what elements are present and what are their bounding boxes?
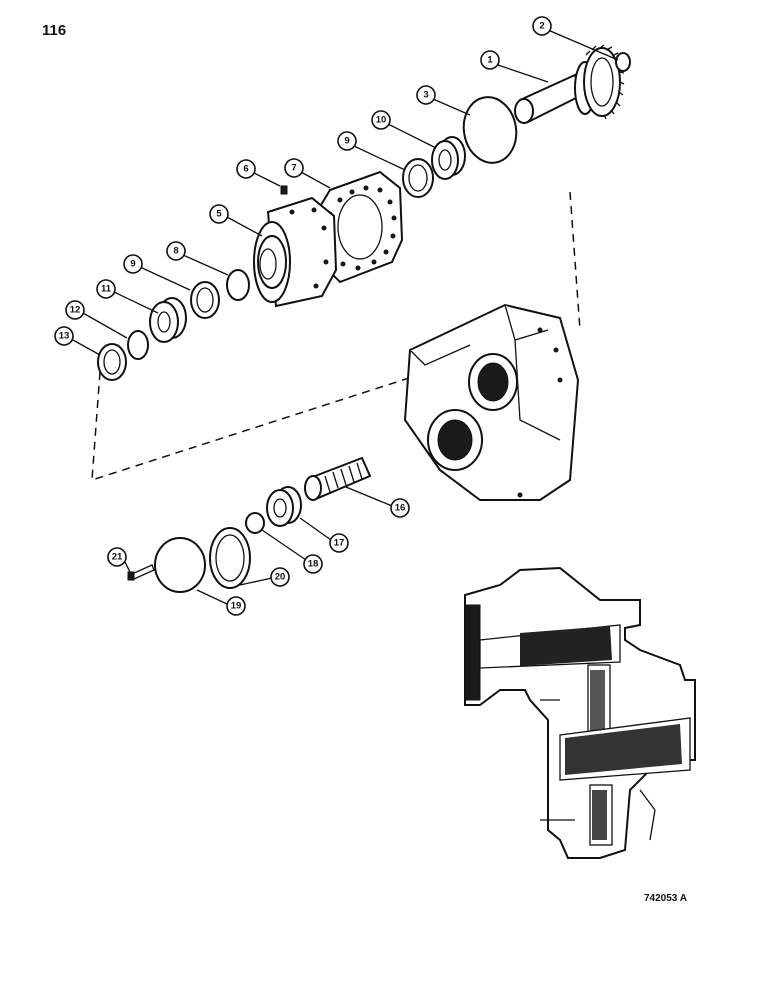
svg-text:11: 11	[101, 284, 112, 295]
part-cover-19	[154, 537, 206, 593]
callout-9b: 9	[123, 254, 143, 274]
svg-text:10: 10	[376, 115, 387, 126]
part-cup-8	[226, 269, 250, 301]
svg-text:9: 9	[130, 259, 135, 270]
callout-16: 16	[390, 498, 410, 518]
svg-text:2: 2	[539, 21, 544, 32]
svg-text:3: 3	[423, 90, 428, 101]
callout-3: 3	[416, 85, 436, 105]
part-bearing-cone-11	[149, 297, 187, 343]
part-spacer-18	[245, 512, 265, 534]
part-pinion-gear-shaft	[514, 44, 625, 124]
svg-text:19: 19	[231, 601, 242, 612]
callout-9a: 9	[337, 131, 357, 151]
callout-2: 2	[532, 16, 552, 36]
part-housing	[403, 303, 580, 501]
callout-5: 5	[209, 204, 229, 224]
callout-10: 10	[371, 110, 391, 130]
svg-text:21: 21	[112, 552, 123, 563]
part-bearing-cage-5	[253, 196, 338, 308]
svg-text:12: 12	[70, 305, 81, 316]
callout-13: 13	[54, 326, 74, 346]
svg-text:8: 8	[173, 246, 178, 257]
part-gasket-20	[209, 527, 251, 589]
callout-18: 18	[303, 554, 323, 574]
assembly-dashed-line	[91, 191, 581, 482]
svg-text:16: 16	[395, 503, 406, 514]
part-seal-13	[97, 343, 127, 381]
svg-text:18: 18	[308, 559, 319, 570]
svg-text:9: 9	[344, 136, 349, 147]
callout-7: 7	[284, 158, 304, 178]
callout-21: 21	[107, 547, 127, 567]
drawing-code: 742053 A	[644, 893, 687, 904]
svg-text:1: 1	[487, 55, 493, 66]
cross-section-view	[464, 566, 696, 859]
page-number: 116	[42, 22, 67, 39]
svg-text:17: 17	[334, 538, 345, 549]
callout-20: 20	[270, 567, 290, 587]
callout-17: 17	[329, 533, 349, 553]
svg-text:13: 13	[59, 331, 70, 342]
part-plug	[615, 52, 631, 72]
svg-text:7: 7	[291, 163, 296, 174]
svg-text:6: 6	[243, 164, 248, 175]
svg-text:5: 5	[216, 209, 222, 220]
part-o-ring	[462, 96, 518, 164]
part-bearing-cone-10	[431, 136, 466, 180]
part-pinion-shaft-16	[304, 456, 372, 501]
part-bearing-cup-9b	[190, 281, 220, 319]
leader-lines	[72, 29, 619, 605]
part-bearing-17	[266, 486, 302, 527]
part-fitting-6	[280, 185, 288, 195]
callout-6: 6	[236, 159, 256, 179]
part-bearing-cup-9a	[402, 158, 434, 198]
svg-text:20: 20	[275, 572, 286, 583]
callout-11: 11	[96, 279, 116, 299]
callout-19: 19	[226, 596, 246, 616]
callout-12: 12	[65, 300, 85, 320]
callout-8: 8	[166, 241, 186, 261]
callout-1: 1	[480, 50, 500, 70]
part-gasket-7	[316, 170, 404, 284]
part-snap-ring-12	[127, 330, 149, 360]
part-bolt-21	[127, 564, 155, 581]
